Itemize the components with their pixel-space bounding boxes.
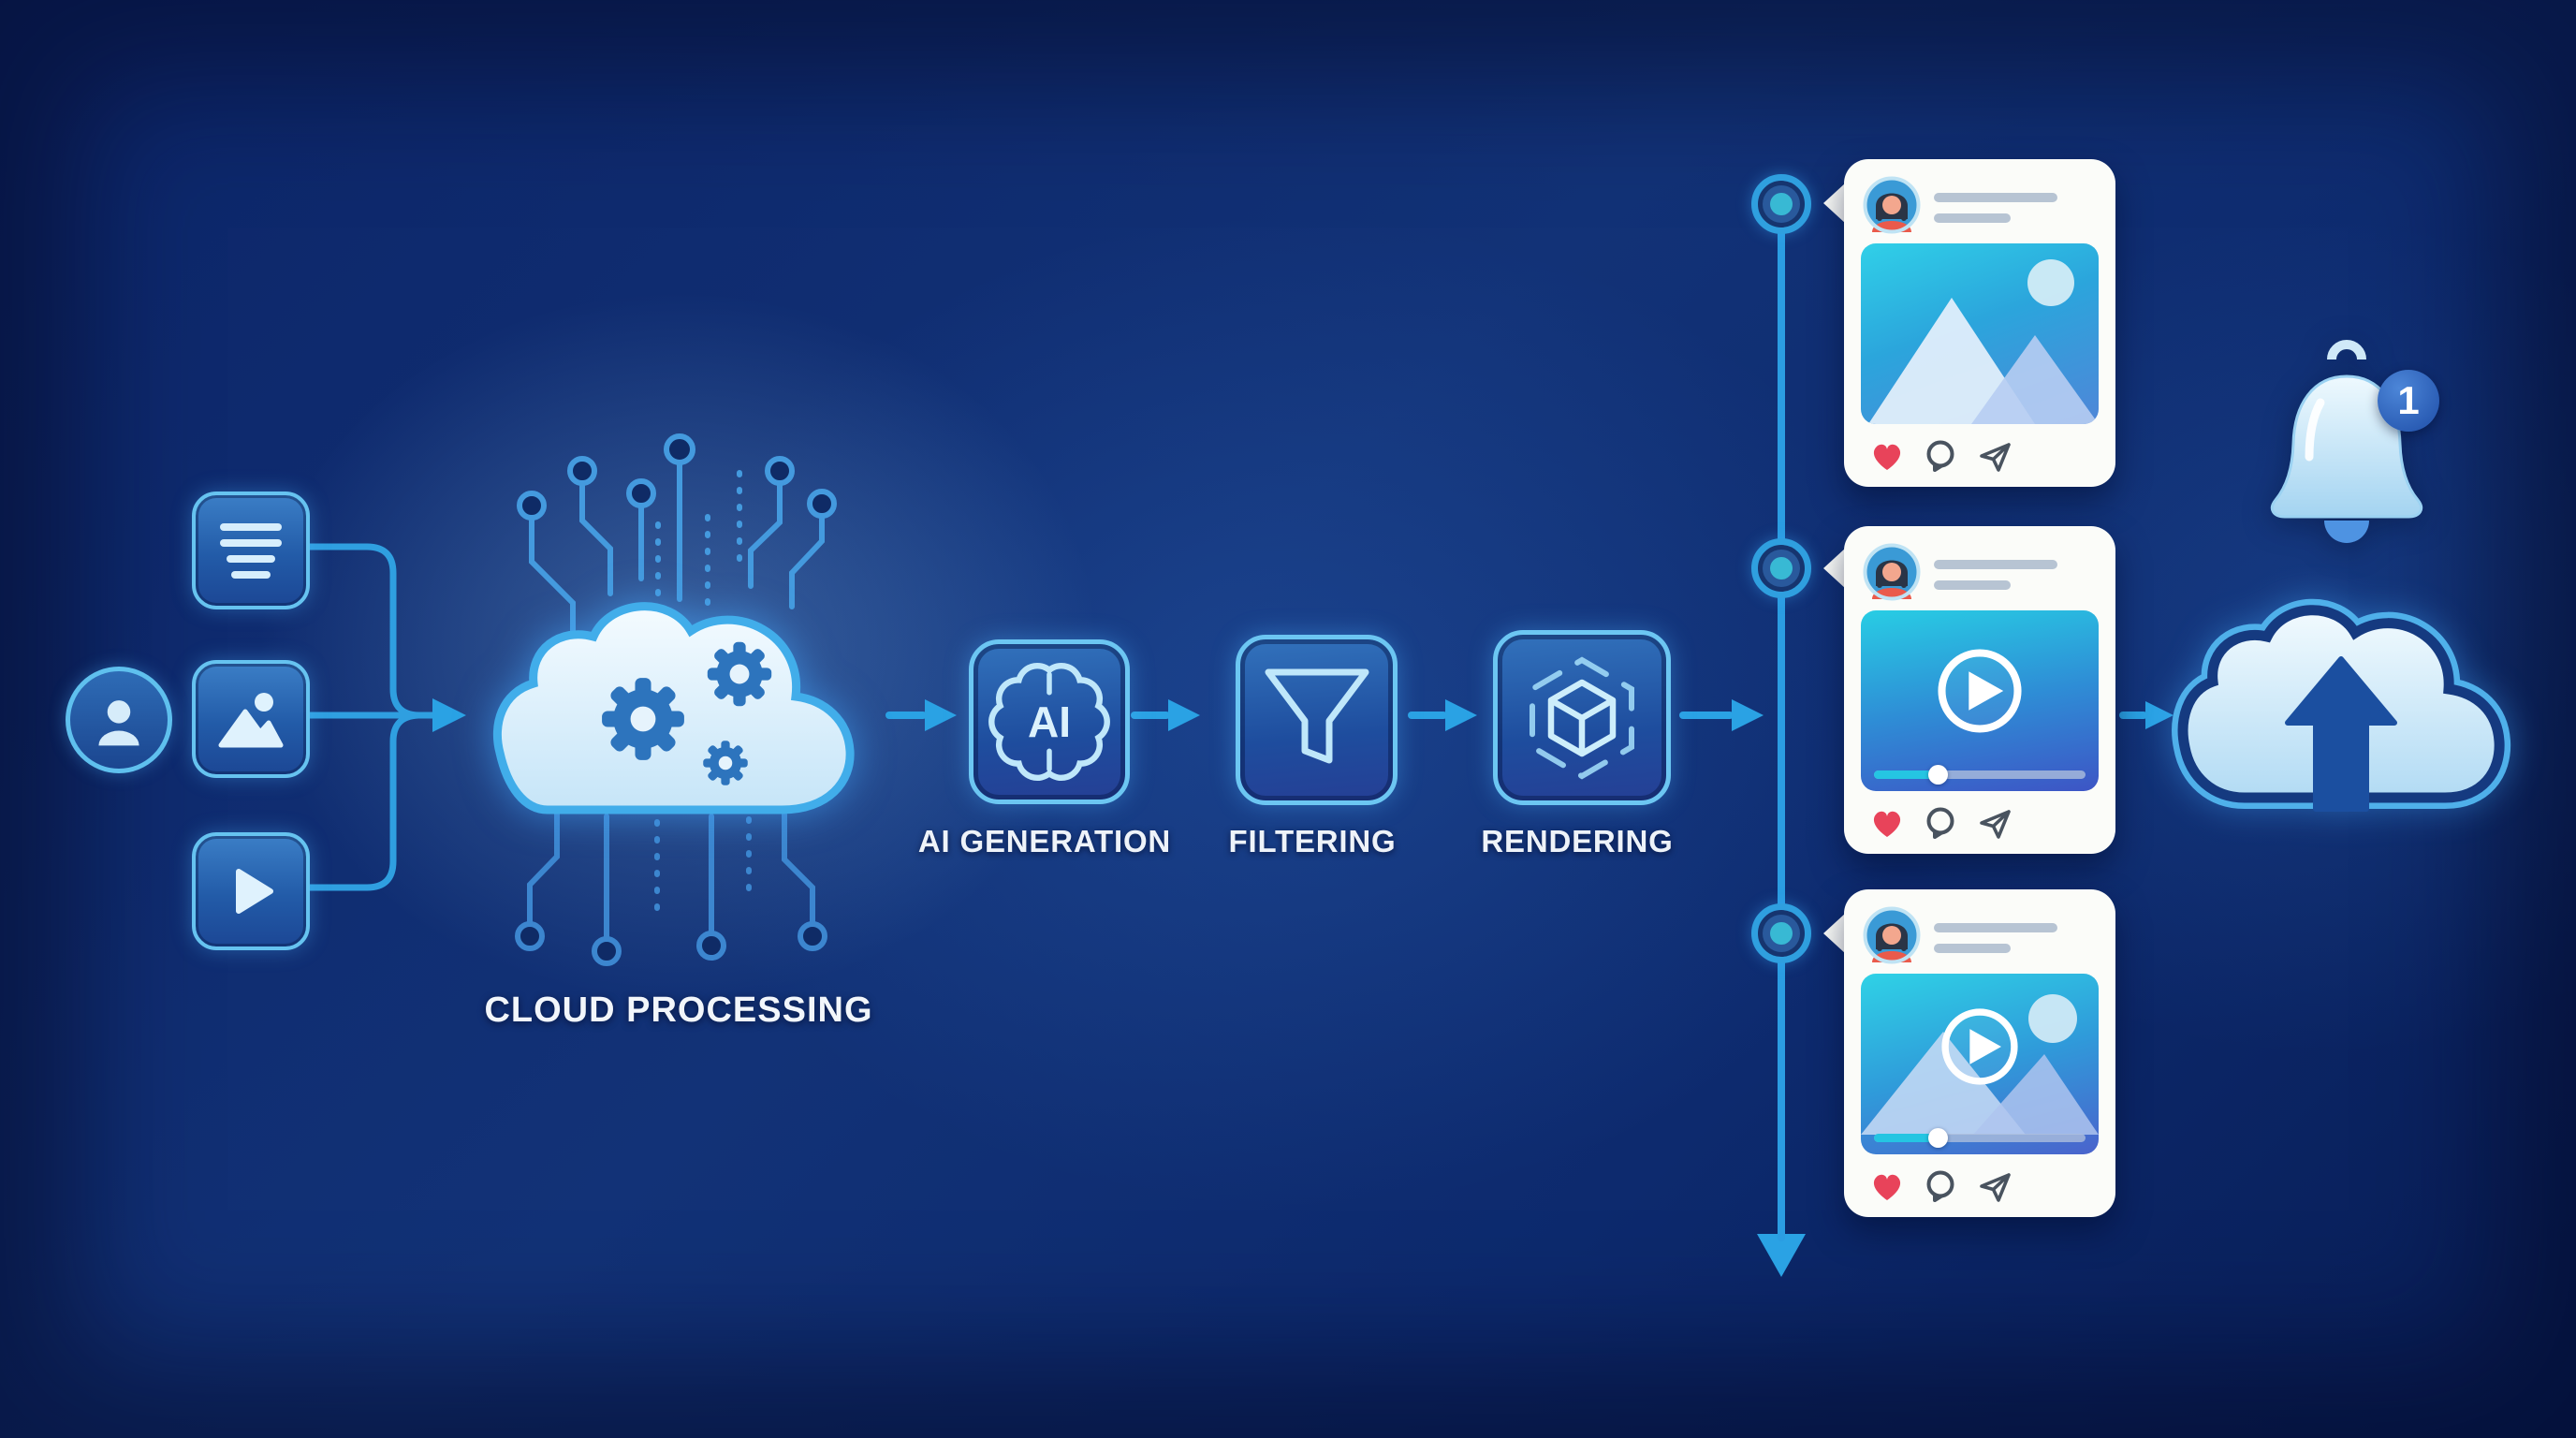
card-tail <box>1823 913 1846 954</box>
user-avatar-icon <box>66 667 172 773</box>
bell-icon[interactable] <box>2234 318 2459 580</box>
cloud-processing-label: CLOUD PROCESSING <box>484 990 873 1030</box>
subtitle-placeholder <box>1934 213 2011 223</box>
progress-knob[interactable] <box>1927 1128 1948 1148</box>
post-card-image <box>1844 159 2115 487</box>
notification-count: 1 <box>2397 378 2420 422</box>
heart-icon[interactable] <box>1870 441 1904 473</box>
poster-avatar <box>1863 906 1921 964</box>
progress-fill <box>1874 1134 1938 1142</box>
progress-knob[interactable] <box>1927 765 1948 785</box>
comment-icon[interactable] <box>1925 440 1958 474</box>
heart-icon[interactable] <box>1870 808 1904 840</box>
ai-monogram: AI <box>1028 697 1071 746</box>
post-video <box>1861 974 2099 1154</box>
ai-brain-icon: AI <box>988 662 1110 782</box>
step-ai-generation: AI <box>969 639 1130 804</box>
gear-icon <box>602 678 684 760</box>
arrow-heads <box>432 698 2174 1277</box>
video-play-icon <box>236 869 273 914</box>
post-image <box>1861 243 2099 424</box>
post-card-video <box>1844 526 2115 854</box>
username-placeholder <box>1934 923 2057 932</box>
share-icon[interactable] <box>1979 1171 2012 1203</box>
timeline-node <box>1751 174 1811 234</box>
play-button[interactable] <box>1941 1008 2018 1085</box>
comment-icon[interactable] <box>1925 1170 1958 1204</box>
video-progress-bar <box>1874 765 2086 785</box>
card-tail <box>1823 183 1846 224</box>
card-tail <box>1823 548 1846 589</box>
upload-arrow <box>2285 656 2397 812</box>
step-filtering <box>1236 635 1398 805</box>
subtitle-placeholder <box>1934 580 2011 590</box>
video-input-tile <box>192 832 310 950</box>
ai-generation-label: AI GENERATION <box>917 824 1172 858</box>
document-text-icon <box>218 515 284 587</box>
progress-fill <box>1874 770 1938 779</box>
poster-avatar <box>1863 543 1921 601</box>
username-placeholder <box>1934 560 2057 569</box>
post-video <box>1861 610 2099 791</box>
image-icon <box>218 693 284 748</box>
play-button[interactable] <box>1938 649 2022 733</box>
post-actions <box>1870 438 2012 476</box>
heart-icon[interactable] <box>1870 1171 1904 1203</box>
gear-icon <box>707 641 772 707</box>
post-actions <box>1870 1168 2012 1206</box>
cloud-upload-icon <box>2172 598 2511 812</box>
filter-funnel-icon <box>1265 668 1368 764</box>
comment-icon[interactable] <box>1925 807 1958 841</box>
post-actions <box>1870 805 2012 843</box>
step-rendering <box>1493 630 1671 805</box>
notification-badge: 1 <box>2378 370 2439 432</box>
circuit-traces-top <box>517 433 837 651</box>
person-glyph <box>98 700 139 746</box>
circuit-traces-bottom <box>515 810 827 966</box>
username-placeholder <box>1934 193 2057 202</box>
share-icon[interactable] <box>1979 808 2012 840</box>
rendering-label: RENDERING <box>1481 824 1674 858</box>
post-card-mixed <box>1844 889 2115 1217</box>
timeline-node <box>1751 538 1811 598</box>
subtitle-placeholder <box>1934 944 2011 953</box>
cloud-gears-icon <box>492 602 855 814</box>
gear-icon <box>703 741 748 785</box>
text-input-tile <box>192 492 310 609</box>
poster-avatar <box>1863 176 1921 234</box>
cube-3d-icon <box>1530 656 1634 779</box>
filtering-label: FILTERING <box>1228 824 1397 858</box>
timeline-node <box>1751 903 1811 963</box>
input-merge-connector <box>298 543 436 891</box>
share-icon[interactable] <box>1979 441 2012 473</box>
image-input-tile <box>192 660 310 778</box>
video-progress-bar <box>1874 1128 2086 1148</box>
